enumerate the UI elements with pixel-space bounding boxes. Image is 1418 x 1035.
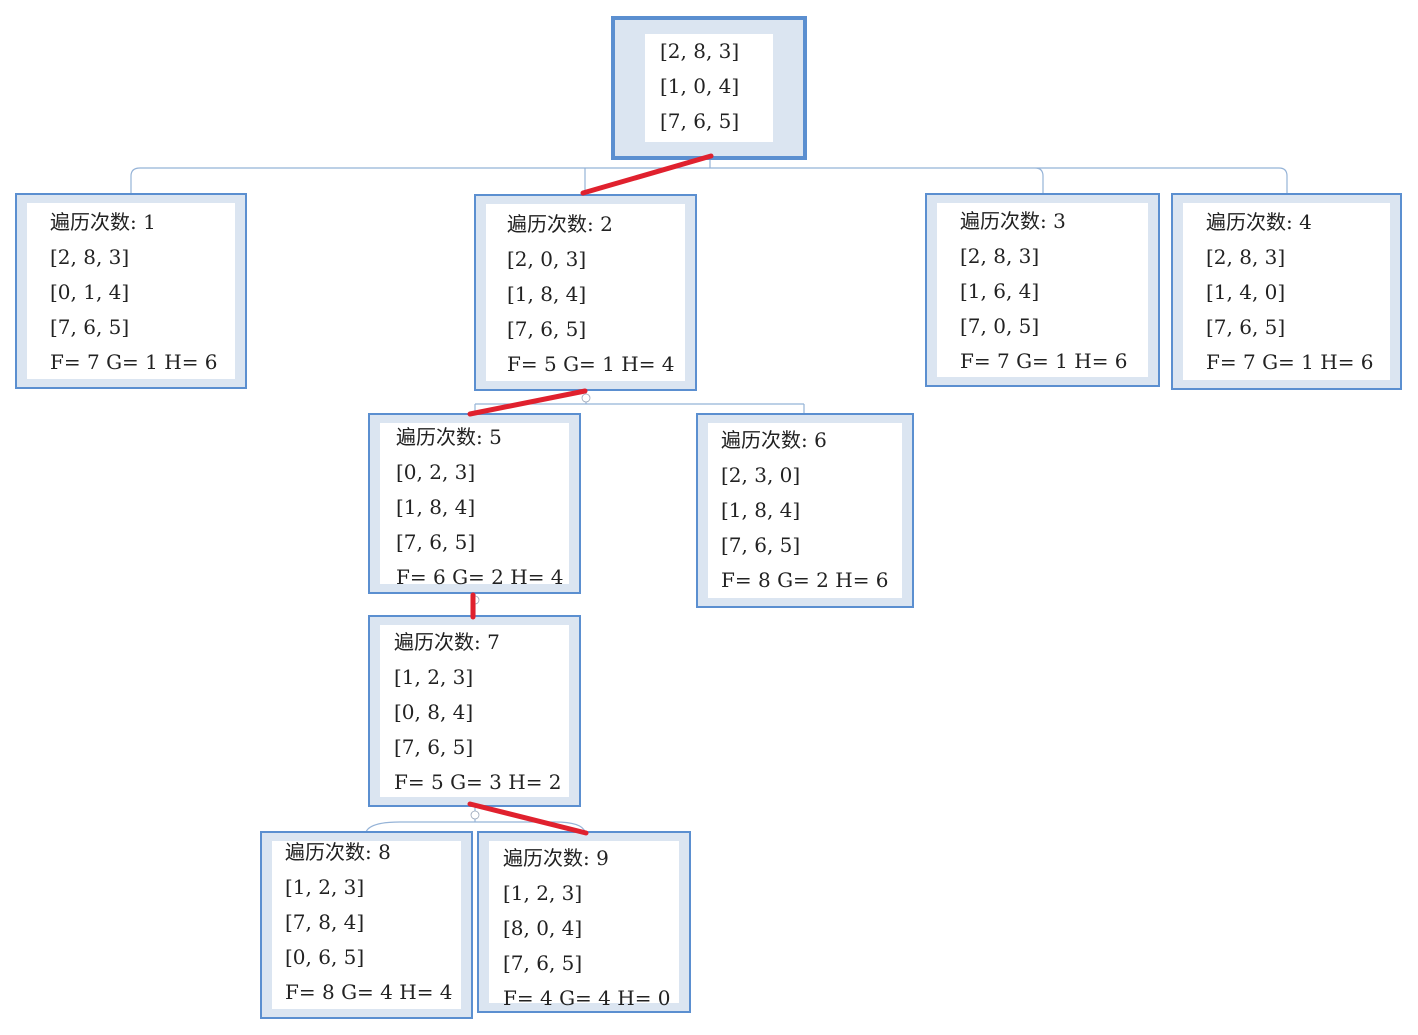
tree-node-n6[interactable]: 遍历次数: 6 [2, 3, 0] [1, 8, 4] [7, 6, 5] F= 8 G… <box>696 413 914 608</box>
highlight-edge-root-n2 <box>580 153 714 196</box>
node-text-line: [7, 6, 5] <box>507 317 586 341</box>
node-text-line: [0, 2, 3] <box>396 460 475 484</box>
tree-node-n9[interactable]: 遍历次数: 9 [1, 2, 3] [8, 0, 4] [7, 6, 5] F= 4 G… <box>477 831 691 1013</box>
node-text-line: F= 6 G= 2 H= 4 <box>396 565 564 589</box>
node-text-line: [7, 6, 5] <box>660 109 739 133</box>
tree-node-n1[interactable]: 遍历次数: 1 [2, 8, 3] [0, 1, 4] [7, 6, 5] F= 7 G… <box>15 193 247 389</box>
node-text-line: F= 4 G= 4 H= 0 <box>503 986 671 1010</box>
node-text-line: F= 7 G= 1 H= 6 <box>1206 350 1374 374</box>
node-text-line: [2, 8, 3] <box>1206 245 1285 269</box>
node-text-line: [2, 3, 0] <box>721 463 800 487</box>
node-content-area <box>272 841 461 1009</box>
node-content-area <box>1183 203 1390 380</box>
node-text-line: [0, 8, 4] <box>394 700 473 724</box>
tree-node-root[interactable]: [2, 8, 3] [1, 0, 4] [7, 6, 5] <box>611 16 807 160</box>
node-text-line: [1, 2, 3] <box>394 665 473 689</box>
node-content-area <box>380 625 569 797</box>
node-text-line: 遍历次数: 2 <box>507 212 613 236</box>
node-text-line: 遍历次数: 3 <box>960 209 1066 233</box>
node-text-line: 遍历次数: 8 <box>285 840 391 864</box>
node-text-line: [7, 6, 5] <box>50 315 129 339</box>
node-text-line: 遍历次数: 5 <box>396 425 502 449</box>
node-content-area <box>486 204 685 381</box>
node-text-line: [0, 1, 4] <box>50 280 129 304</box>
node-text-line: 遍历次数: 4 <box>1206 210 1312 234</box>
node-text-line: [1, 8, 4] <box>721 498 800 522</box>
tree-node-n7[interactable]: 遍历次数: 7 [1, 2, 3] [0, 8, 4] [7, 6, 5] F= 5 G… <box>368 615 581 807</box>
collapse-toggle-icon[interactable] <box>581 393 591 403</box>
node-content-area <box>380 423 569 584</box>
tree-node-n3[interactable]: 遍历次数: 3 [2, 8, 3] [1, 6, 4] [7, 0, 5] F= 7 G… <box>925 193 1160 387</box>
node-text-line: [2, 0, 3] <box>507 247 586 271</box>
tree-node-n2[interactable]: 遍历次数: 2 [2, 0, 3] [1, 8, 4] [7, 6, 5] F= 5 G… <box>474 194 697 391</box>
node-content-area <box>937 203 1148 377</box>
node-text-line: [7, 6, 5] <box>503 951 582 975</box>
node-text-line: F= 5 G= 3 H= 2 <box>394 770 562 794</box>
node-text-line: [8, 0, 4] <box>503 916 582 940</box>
node-text-line: F= 7 G= 1 H= 6 <box>50 350 218 374</box>
node-text-line: [7, 0, 5] <box>960 314 1039 338</box>
connector-line-1 <box>130 158 1288 195</box>
node-content-area <box>27 203 235 379</box>
highlight-edge-n2-n5 <box>467 388 588 417</box>
node-text-line: [1, 2, 3] <box>285 875 364 899</box>
node-content-area <box>708 423 902 598</box>
highlight-edge-n7-n9 <box>467 801 589 836</box>
tree-node-n5[interactable]: 遍历次数: 5 [0, 2, 3] [1, 8, 4] [7, 6, 5] F= 6 G… <box>368 413 581 594</box>
node-text-line: [1, 8, 4] <box>507 282 586 306</box>
node-text-line: F= 5 G= 1 H= 4 <box>507 352 675 376</box>
node-text-line: [1, 6, 4] <box>960 279 1039 303</box>
node-text-line: 遍历次数: 7 <box>394 630 500 654</box>
tree-node-n8[interactable]: 遍历次数: 8 [1, 2, 3] [7, 8, 4] [0, 6, 5] F= 8 G… <box>260 831 473 1019</box>
tree-connectors <box>130 158 1288 833</box>
node-text-line: [7, 6, 5] <box>1206 315 1285 339</box>
node-text-line: [7, 8, 4] <box>285 910 364 934</box>
node-text-line: [7, 6, 5] <box>394 735 473 759</box>
collapse-toggle-icon[interactable] <box>470 810 480 820</box>
node-text-line: [2, 8, 3] <box>960 244 1039 268</box>
node-text-line: 遍历次数: 9 <box>503 846 609 870</box>
node-text-line: [0, 6, 5] <box>285 945 364 969</box>
tree-node-n4[interactable]: 遍历次数: 4 [2, 8, 3] [1, 4, 0] [7, 6, 5] F= 7 G… <box>1171 193 1402 390</box>
tree-nodes: [2, 8, 3] [1, 0, 4] [7, 6, 5] 遍历次数: 1 [2, 8,… <box>15 16 1402 1019</box>
node-content-area <box>645 34 773 142</box>
node-text-line: [2, 8, 3] <box>50 245 129 269</box>
node-text-line: 遍历次数: 6 <box>721 428 827 452</box>
node-text-line: [7, 6, 5] <box>721 533 800 557</box>
node-text-line: 遍历次数: 1 <box>50 210 156 234</box>
node-content-area <box>489 841 679 1003</box>
node-text-line: F= 8 G= 2 H= 6 <box>721 568 889 592</box>
node-text-line: [1, 4, 0] <box>1206 280 1285 304</box>
node-text-line: [2, 8, 3] <box>660 39 739 63</box>
node-text-line: F= 8 G= 4 H= 4 <box>285 980 453 1004</box>
node-text-line: [1, 8, 4] <box>396 495 475 519</box>
node-text-line: [7, 6, 5] <box>396 530 475 554</box>
node-text-line: F= 7 G= 1 H= 6 <box>960 349 1128 373</box>
highlighted-solution-path <box>467 153 714 836</box>
node-text-line: [1, 0, 4] <box>660 74 739 98</box>
node-text-line: [1, 2, 3] <box>503 881 582 905</box>
